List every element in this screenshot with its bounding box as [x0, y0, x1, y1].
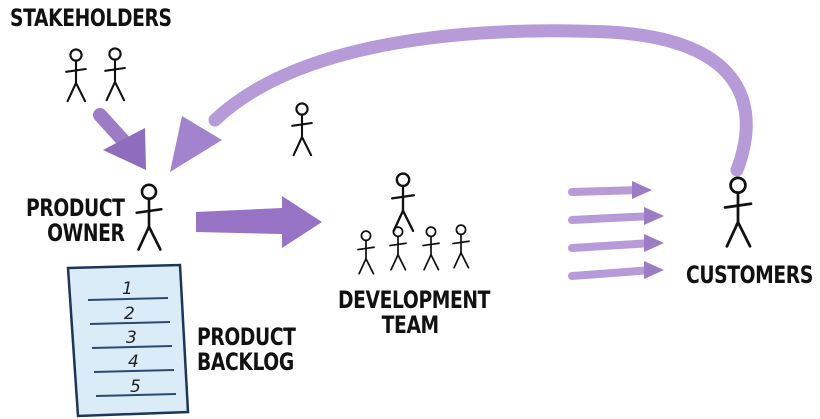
team-lead-figure-icon: [390, 172, 416, 233]
customers-label: CUSTOMERS: [686, 261, 813, 289]
product-backlog-label: PRODUCT BACKLOG: [197, 323, 296, 377]
feedback-arrow-icon: [208, 24, 753, 177]
feedback-arrowhead-icon: [170, 116, 222, 172]
product-owner-label-line1: PRODUCT: [26, 194, 125, 222]
product-owner-label: PRODUCT OWNER: [26, 194, 125, 248]
stakeholder-figure-icon: [104, 47, 126, 102]
stakeholders-label: STAKEHOLDERS: [10, 4, 172, 32]
backlog-item-2: 2: [124, 304, 135, 324]
development-team-label-line1: DEVELOPMENT: [338, 286, 491, 314]
delivery-arrows-icon: [568, 181, 664, 280]
stakeholder-figure-icon: [65, 48, 87, 103]
backlog-item-5: 5: [130, 377, 141, 397]
development-team-label-line2: TEAM: [381, 311, 440, 340]
product-owner-figure-icon: [135, 183, 163, 251]
team-member-figure-icon: [388, 226, 408, 271]
backlog-item-4: 4: [128, 352, 139, 372]
person-figure-icon: [291, 102, 313, 157]
team-member-figure-icon: [451, 224, 471, 269]
backlog-item-1: 1: [122, 279, 133, 299]
development-team-label: DEVELOPMENT TEAM: [338, 286, 491, 340]
backlog-item-3: 3: [126, 328, 137, 348]
customer-figure-icon: [723, 176, 753, 248]
product-backlog-label-line2: BACKLOG: [197, 348, 294, 377]
backlog-sheet-icon: 1 2 3 4 5: [66, 263, 190, 418]
stakeholders-arrow-icon: [93, 108, 146, 170]
product-backlog-label-line1: PRODUCT: [197, 323, 296, 351]
product-owner-label-line2: OWNER: [47, 219, 125, 248]
owner-to-team-arrow-icon: [196, 196, 322, 248]
team-member-figure-icon: [421, 226, 441, 271]
team-member-figure-icon: [356, 230, 376, 275]
